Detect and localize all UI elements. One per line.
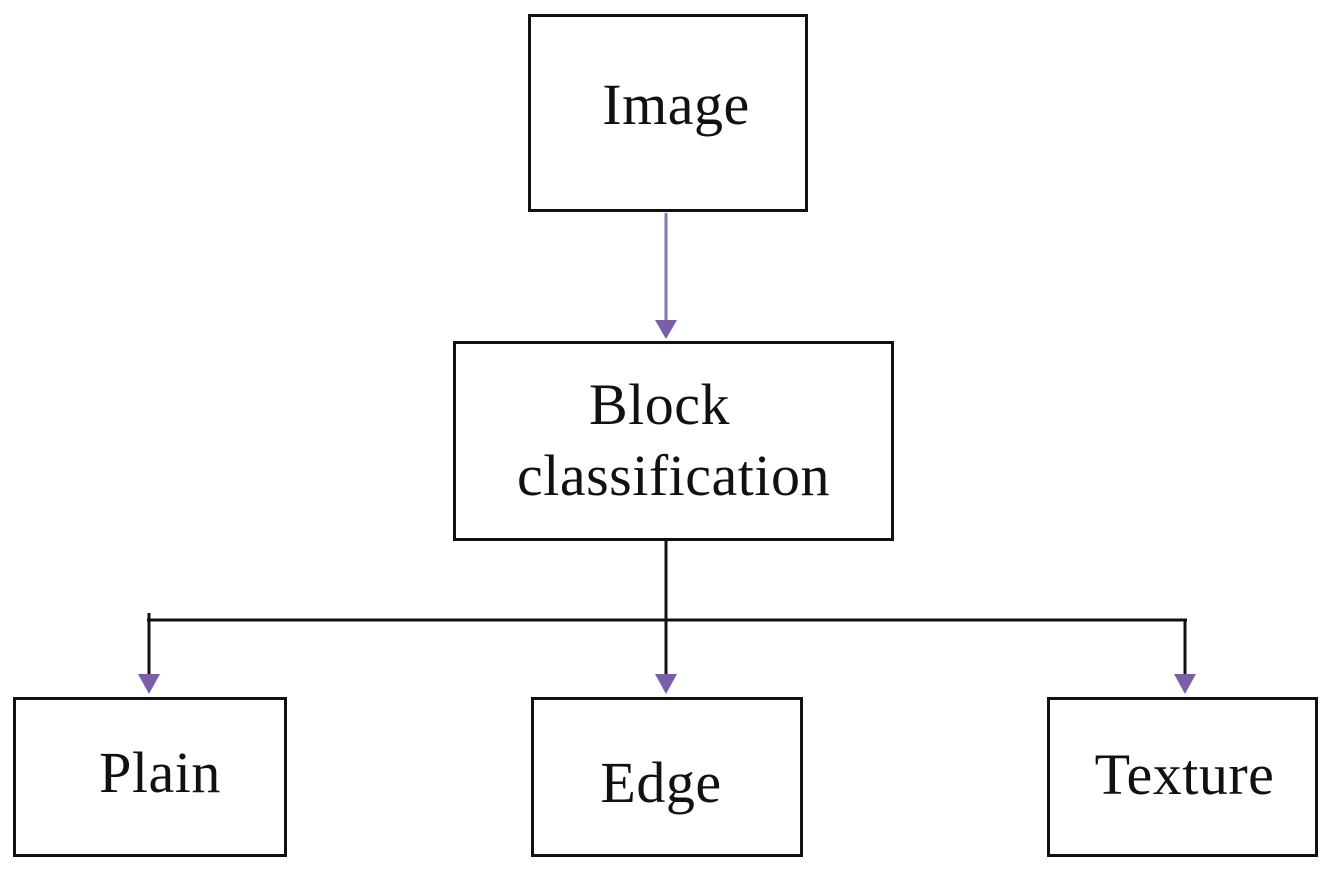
block-classification-label-line2: classification: [516, 443, 830, 508]
plain-node-label: Plain: [99, 739, 221, 805]
block-classification-node: Block classification: [453, 341, 894, 541]
plain-node: Plain: [13, 697, 287, 857]
image-node-label: Image: [602, 71, 750, 137]
texture-node: Texture: [1047, 697, 1318, 857]
image-node: Image: [528, 14, 808, 212]
edge-node-label: Edge: [600, 749, 722, 815]
edge-node: Edge: [531, 697, 803, 857]
arrowhead-to-plain: [138, 674, 160, 694]
arrowhead-to-edge: [655, 674, 677, 694]
block-classification-label-line1: Block: [588, 372, 731, 438]
texture-node-label: Texture: [1094, 741, 1275, 807]
arrowhead-to-block: [655, 320, 677, 339]
arrowhead-to-texture: [1174, 674, 1196, 694]
